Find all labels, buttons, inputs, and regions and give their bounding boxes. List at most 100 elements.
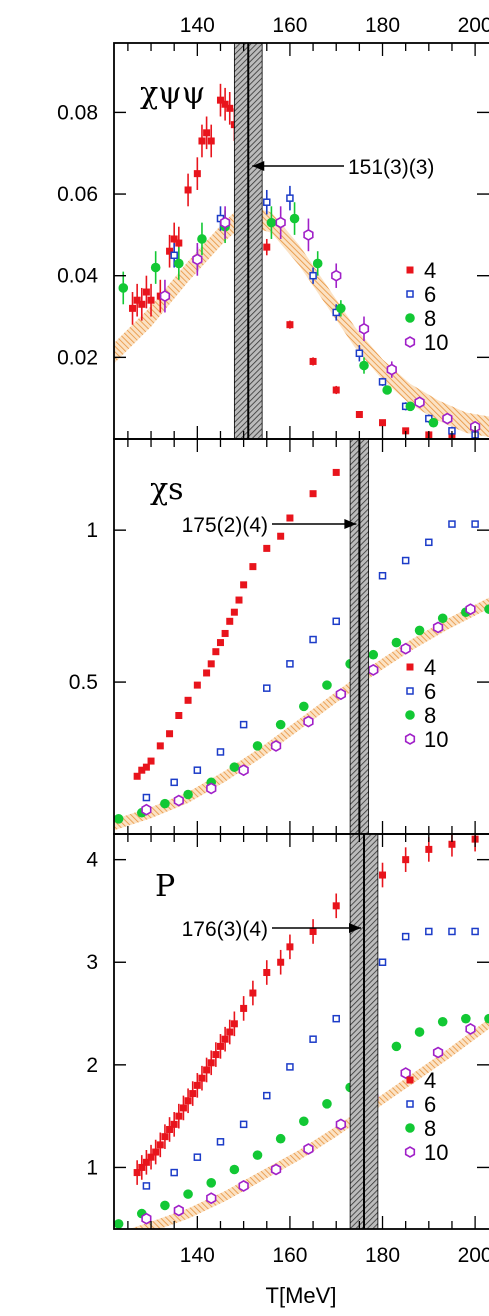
bottom-x-tick-label: 160 — [272, 1244, 307, 1267]
series-10 — [141, 603, 476, 816]
data-point — [175, 712, 183, 719]
data-point — [203, 129, 211, 137]
data-point — [207, 1059, 215, 1067]
data-point — [432, 621, 444, 634]
data-point — [275, 719, 286, 730]
data-point — [332, 617, 340, 626]
legend-label: 8 — [424, 306, 436, 331]
data-point — [221, 629, 229, 637]
bottom-x-tick-label: 200 — [458, 1244, 489, 1267]
data-point — [156, 1141, 164, 1149]
data-point — [238, 1179, 249, 1192]
data-point — [197, 234, 207, 244]
data-point — [226, 617, 234, 625]
data-point — [166, 247, 174, 255]
legend-marker — [406, 290, 414, 298]
data-point — [461, 1013, 471, 1024]
y-tick-label: 1 — [86, 519, 98, 542]
data-point — [216, 748, 225, 756]
legend-label: 4 — [424, 1068, 436, 1093]
data-point — [401, 556, 410, 565]
data-point — [183, 789, 193, 800]
data-point — [230, 608, 238, 616]
legend-marker — [406, 1076, 414, 1084]
data-point — [437, 613, 448, 624]
data-point — [240, 581, 248, 589]
y-tick-label: 0.08 — [57, 101, 98, 124]
data-point — [309, 357, 317, 365]
data-point — [263, 969, 271, 977]
data-point — [184, 1097, 192, 1105]
data-point — [275, 216, 286, 229]
series-10 — [159, 198, 481, 433]
y-tick-label: 2 — [86, 1054, 98, 1077]
data-point — [263, 684, 271, 692]
data-point — [303, 1143, 314, 1155]
data-point — [173, 1204, 184, 1217]
legend-label: 10 — [424, 330, 448, 355]
data-point — [193, 681, 201, 689]
data-point — [207, 660, 215, 668]
data-point — [414, 396, 425, 409]
data-point — [275, 1133, 286, 1144]
data-point — [238, 764, 249, 777]
data-point — [309, 271, 317, 280]
data-point — [147, 296, 155, 304]
data-point — [203, 669, 211, 677]
data-point — [141, 803, 152, 816]
data-point — [173, 794, 184, 807]
data-point — [193, 1081, 201, 1089]
legend-label: 6 — [424, 282, 436, 307]
data-point — [448, 840, 456, 848]
data-point — [189, 1090, 197, 1098]
plot-area-0 — [114, 43, 489, 439]
data-point — [193, 766, 202, 774]
data-point — [206, 782, 217, 795]
data-point — [220, 216, 231, 229]
bottom-x-tick-label: 140 — [180, 1244, 215, 1267]
data-point — [229, 1164, 240, 1175]
legend-marker — [405, 1123, 415, 1133]
fit-band — [114, 204, 489, 437]
y-tick-label: 3 — [86, 951, 98, 974]
data-point — [221, 1035, 229, 1043]
data-point — [286, 943, 294, 951]
data-point — [206, 1192, 217, 1205]
data-point — [263, 544, 271, 552]
annotation-arrow-head — [349, 923, 361, 933]
y-tick-label: 0.02 — [57, 346, 98, 369]
top-x-tick-label: 200 — [458, 14, 489, 37]
data-point — [425, 927, 433, 936]
data-point — [299, 1116, 309, 1127]
top-x-tick-label: 180 — [365, 14, 400, 37]
legend-marker — [404, 1146, 416, 1158]
data-point — [142, 1182, 151, 1190]
plot-area-2 — [114, 834, 489, 1229]
data-point — [114, 814, 124, 824]
legend-marker — [406, 687, 414, 695]
panel-frame-2 — [113, 833, 489, 1230]
data-point — [312, 258, 323, 269]
data-point — [230, 1020, 238, 1028]
y-tick-label: 4 — [86, 849, 98, 872]
data-point — [229, 762, 240, 772]
data-point — [160, 1200, 170, 1211]
data-point — [216, 96, 224, 104]
data-point — [170, 778, 178, 787]
data-point — [216, 1042, 224, 1050]
plot-area-1 — [114, 439, 489, 834]
data-point — [286, 321, 294, 329]
data-point — [368, 663, 379, 676]
data-point — [192, 253, 203, 266]
data-point — [484, 1013, 489, 1024]
data-point — [198, 137, 206, 145]
tc-annotation: 175(2)(4) — [182, 514, 268, 537]
data-point — [303, 715, 314, 728]
data-point — [170, 1120, 178, 1128]
y-tick-label: 0.06 — [57, 183, 98, 206]
legend-marker — [406, 1100, 414, 1108]
data-point — [133, 296, 141, 304]
data-point — [286, 1063, 294, 1071]
legend-label: 4 — [424, 655, 436, 680]
data-point — [382, 385, 392, 395]
